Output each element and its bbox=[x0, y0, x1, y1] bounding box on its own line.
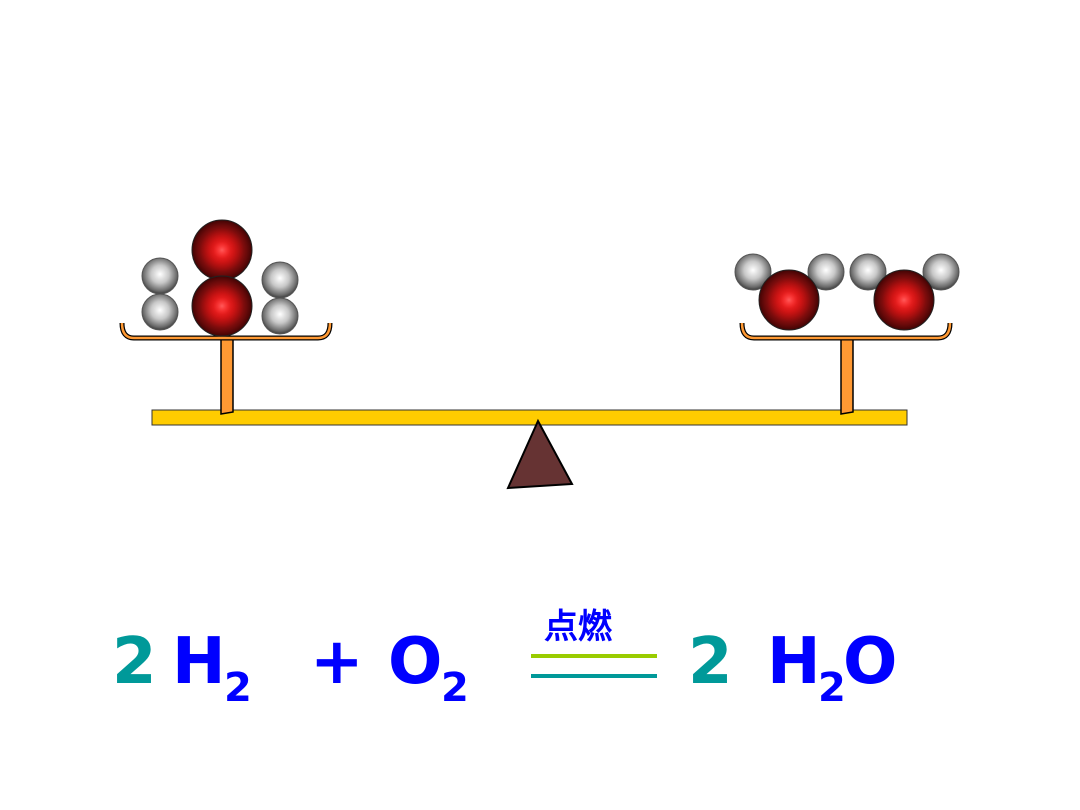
plus-sign: + bbox=[310, 625, 364, 699]
hydrogen-atom bbox=[261, 297, 299, 335]
hydrogen-atom bbox=[849, 253, 887, 291]
coefficient-h2o: 2 bbox=[688, 625, 733, 699]
hydrogen-atom bbox=[922, 253, 960, 291]
fulcrum bbox=[506, 418, 574, 490]
hydrogen-atom bbox=[141, 257, 179, 295]
coefficient-h2: 2 bbox=[112, 625, 157, 699]
formula-h2o-o: O bbox=[843, 625, 898, 699]
formula-h2o-subscript: 2 bbox=[818, 665, 846, 711]
formula-o2-symbol: O bbox=[388, 625, 443, 699]
left-pan-post bbox=[220, 337, 234, 415]
hydrogen-atom bbox=[141, 293, 179, 331]
formula-h2-subscript: 2 bbox=[224, 665, 252, 711]
left-pan-molecules bbox=[141, 219, 299, 337]
formula-h2-symbol: H bbox=[172, 625, 226, 699]
right-pan-molecules bbox=[734, 253, 960, 331]
right-pan-post bbox=[840, 337, 854, 415]
reaction-condition: 点燃 bbox=[544, 607, 612, 647]
balance-beam bbox=[151, 409, 908, 426]
hydrogen-atom bbox=[734, 253, 772, 291]
reaction-line-top bbox=[531, 654, 657, 658]
formula-h2o-h: H bbox=[767, 625, 821, 699]
reaction-line-bottom bbox=[531, 674, 657, 678]
hydrogen-atom bbox=[807, 253, 845, 291]
formula-o2-subscript: 2 bbox=[441, 665, 469, 711]
hydrogen-atom bbox=[261, 261, 299, 299]
